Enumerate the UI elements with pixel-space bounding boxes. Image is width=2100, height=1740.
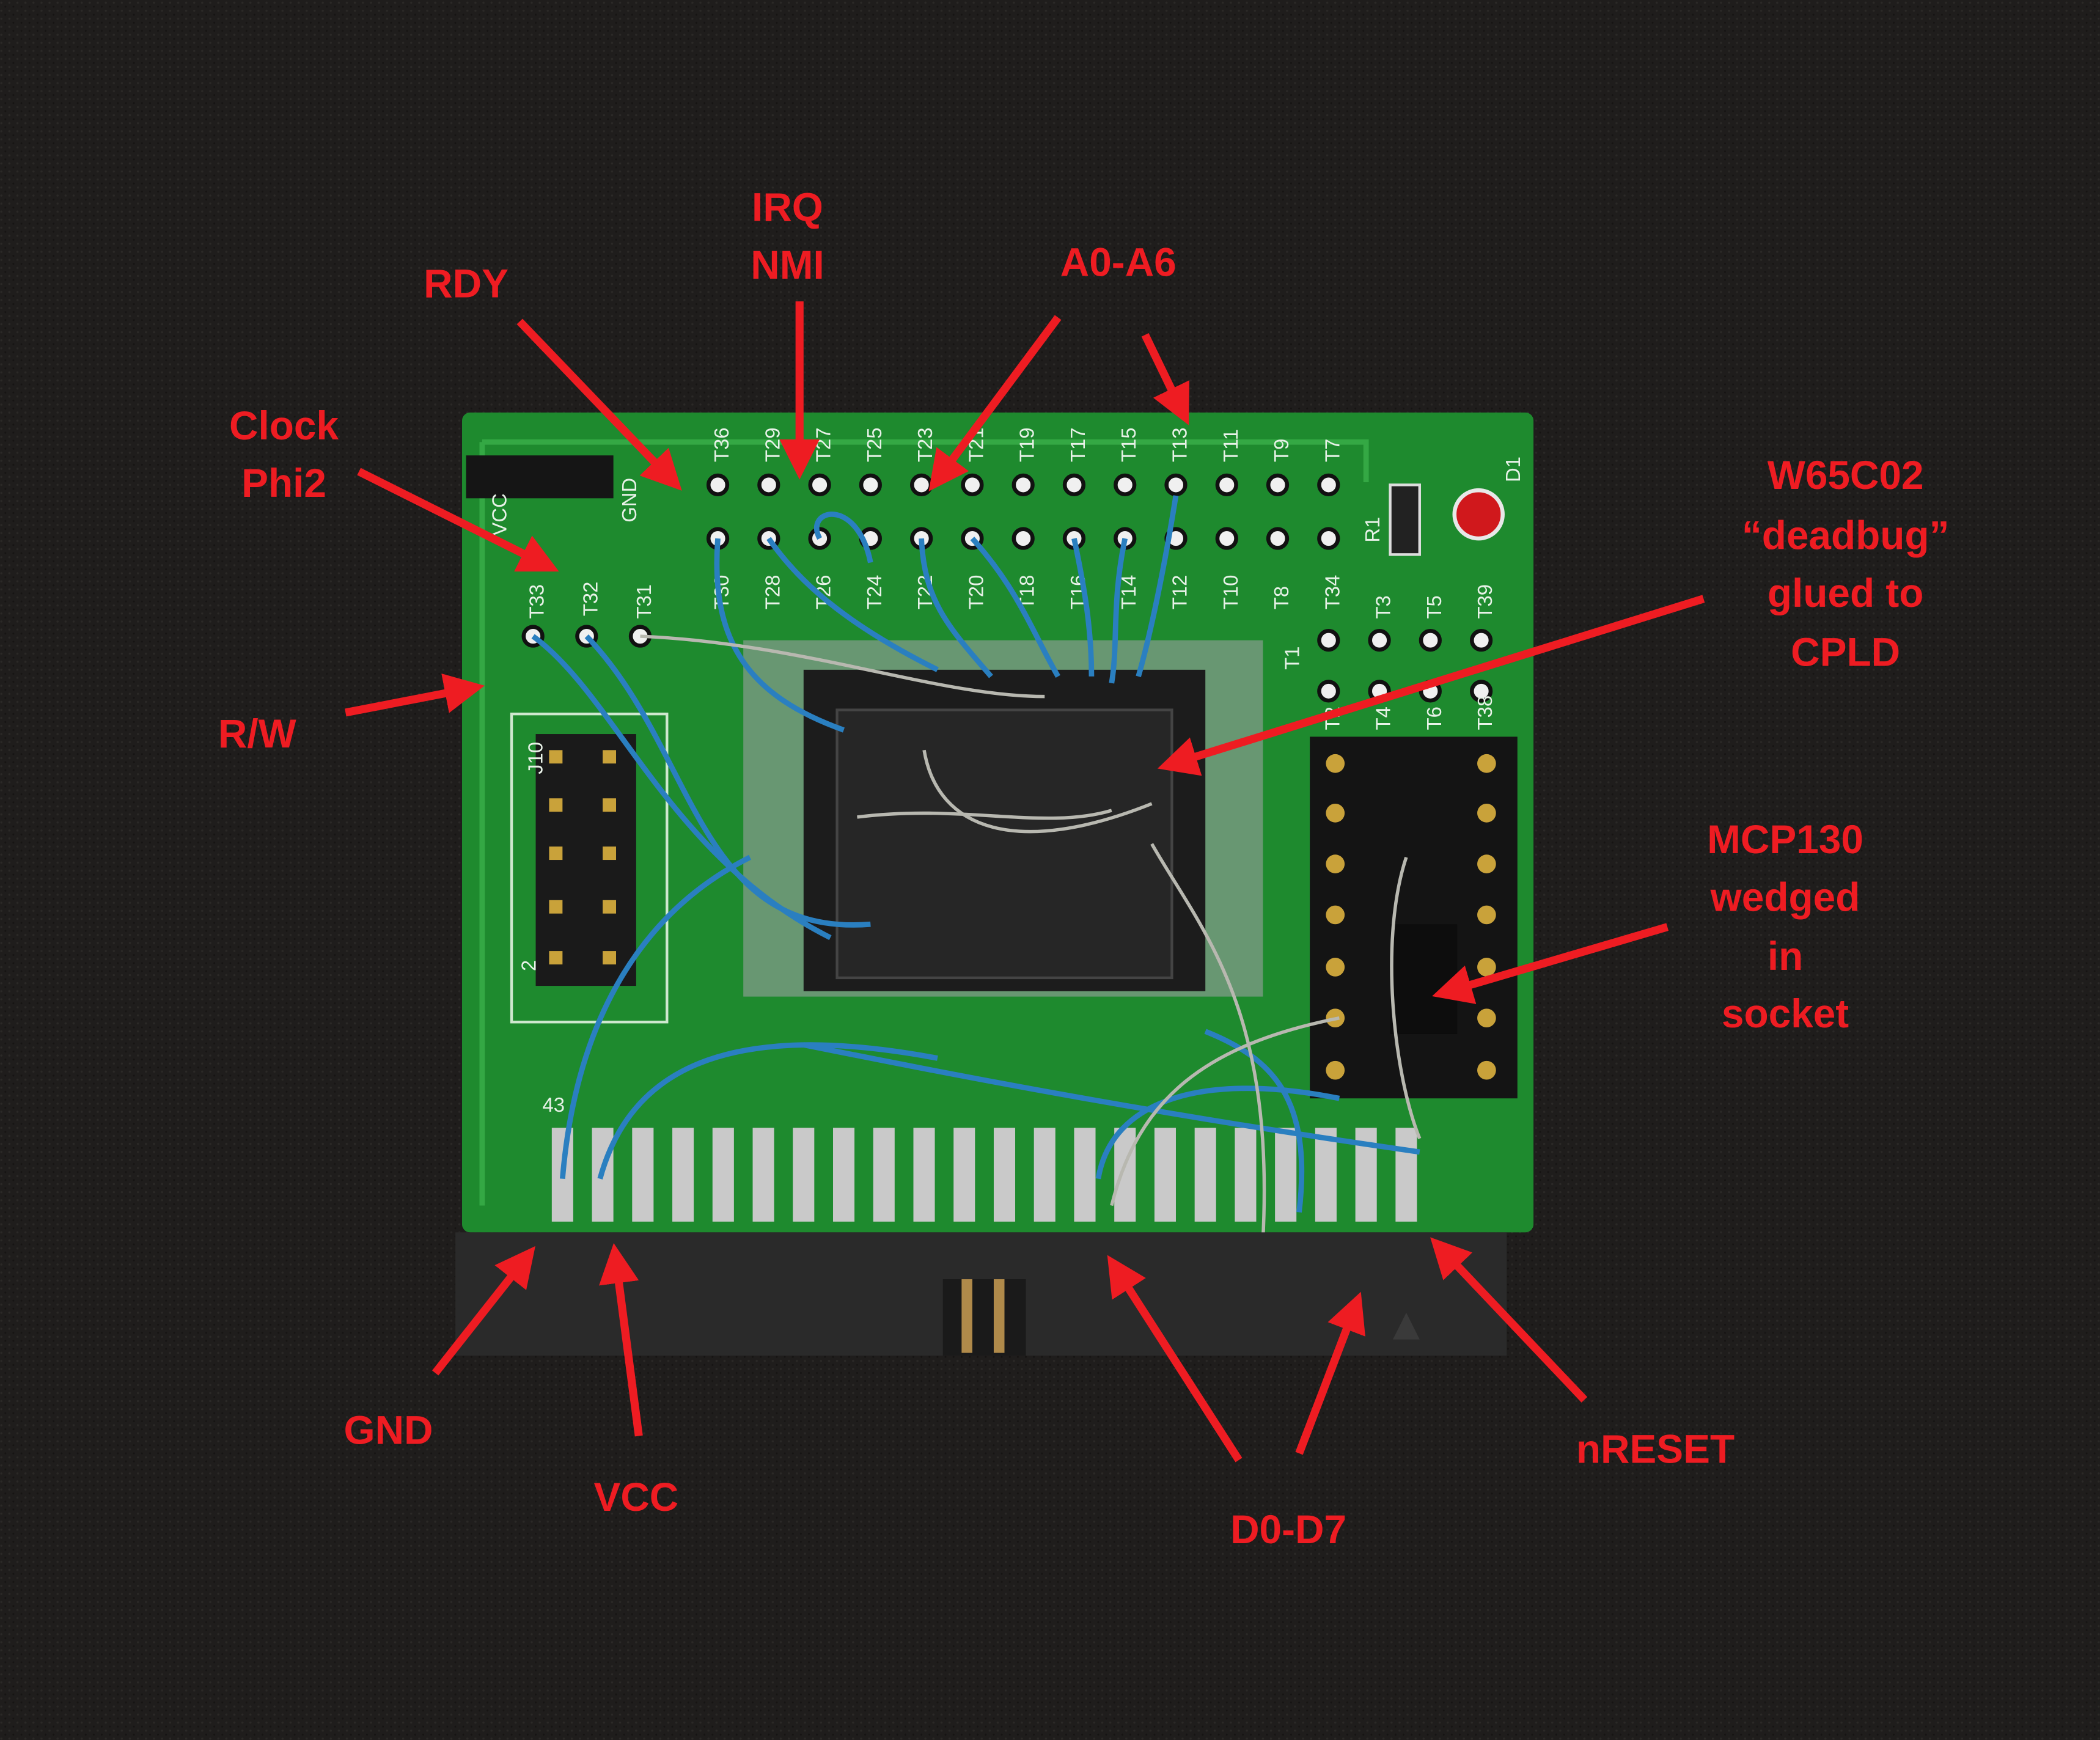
label-w65c02-line1: W65C02 [1768, 452, 1924, 497]
test-points [521, 473, 1493, 703]
header-gold-pins [549, 750, 617, 965]
bare-wires [640, 634, 1422, 1293]
silk-label: T13 [1169, 428, 1191, 463]
label-d0-d7: D0-D7 [1230, 1507, 1346, 1552]
silk-label: T23 [914, 428, 936, 463]
silk-label: T39 [1474, 584, 1496, 619]
arrow-rw [345, 674, 485, 717]
silk-label: T33 [526, 584, 548, 619]
label-rw: R/W [218, 711, 296, 756]
silk-label: T38 [1474, 696, 1496, 730]
silk-label: GND [618, 478, 641, 523]
ic-socket-14pin [1310, 736, 1518, 1099]
silk-label: D1 [1502, 457, 1524, 482]
silk-label: T24 [863, 575, 886, 610]
label-w65c02-line3: glued to [1768, 570, 1924, 615]
label-gnd: GND [343, 1408, 433, 1453]
label-nreset: nRESET [1576, 1426, 1735, 1471]
silk-label: T7 [1321, 439, 1343, 462]
silkscreen-left: VCC GND T33 T32 T31 J10 2 D1 R1 43 14 [488, 457, 1524, 1116]
silkscreen-right-block: T3 T5 T39 T1 T2 T4 T6 T38 [1281, 584, 1497, 730]
label-mcp130-line1: MCP130 [1707, 817, 1863, 862]
silk-label: VCC [488, 493, 510, 535]
silk-label: T25 [863, 428, 886, 463]
silk-label: T34 [1321, 575, 1343, 610]
arrow-a0-a6-right [1141, 333, 1190, 425]
arrow-d0-d7-left [1107, 1255, 1243, 1463]
edge-pads [551, 1128, 1417, 1222]
w65c02-deadbug-chip [835, 708, 1173, 980]
silk-label: R1 [1361, 517, 1384, 543]
label-phi2: Phi2 [241, 460, 326, 505]
arrow-a0-a6 [928, 315, 1062, 491]
silk-label: T19 [1016, 428, 1038, 463]
arrow-mcp130 [1432, 923, 1669, 1004]
idc-connector [455, 1232, 1507, 1356]
led-d1 [1452, 488, 1505, 541]
arrow-d0-d7-right [1295, 1291, 1365, 1455]
silk-label: T10 [1219, 575, 1242, 610]
label-mcp130-line4: socket [1722, 991, 1849, 1036]
arrow-w65c02 [1157, 595, 1705, 776]
label-irq: IRQ [752, 185, 823, 230]
pcb-board: T36 T29 T27 T25 T23 T21 T19 T17 T15 T13 … [462, 413, 1534, 1293]
silk-label: T1 [1281, 646, 1304, 669]
silk-label: T11 [1219, 429, 1242, 462]
silk-label: T17 [1067, 428, 1089, 463]
silk-label: T8 [1270, 586, 1293, 609]
arrow-gnd [432, 1246, 535, 1376]
arrow-rdy [516, 318, 682, 491]
silk-label: T31 [633, 584, 655, 619]
silk-label: J10 [524, 742, 546, 774]
silk-label: T4 [1372, 707, 1395, 730]
silk-label: T6 [1423, 707, 1445, 730]
label-w65c02-line2: “deadbug” [1742, 513, 1950, 558]
label-mcp130-line2: wedged [1710, 874, 1860, 919]
silk-label: 43 [542, 1093, 565, 1116]
label-clock: Clock [229, 403, 339, 448]
label-vcc: VCC [593, 1474, 678, 1519]
cpld-chip [743, 640, 1263, 997]
silk-label: T9 [1270, 439, 1293, 462]
annotation-labels: RDY IRQ NMI A0-A6 Clock Phi2 R/W W65C02 … [218, 185, 1950, 1552]
resistor-r1 [1389, 483, 1421, 556]
blue-jumper-wires [531, 495, 1420, 1213]
annotation-arrows [345, 301, 1705, 1463]
label-mcp130-line3: in [1768, 933, 1803, 978]
silk-label: T28 [761, 575, 784, 610]
mcp130-chip [1390, 924, 1458, 1034]
silk-label: T15 [1117, 428, 1140, 463]
silk-label: T12 [1169, 575, 1191, 610]
arrow-vcc [599, 1243, 643, 1437]
arrow-clock [357, 468, 559, 572]
label-w65c02-line4: CPLD [1791, 629, 1900, 674]
arrow-nreset [1430, 1237, 1588, 1403]
silk-label: T29 [761, 428, 784, 463]
silk-label: T3 [1372, 595, 1395, 619]
silk-label: T27 [812, 428, 835, 463]
silk-label: T36 [710, 428, 733, 463]
silk-label: T5 [1423, 595, 1445, 619]
pin-header-3pin [466, 455, 614, 499]
label-a0-a6: A0-A6 [1060, 239, 1177, 284]
silk-label: 2 [518, 960, 540, 971]
silk-label: T32 [579, 582, 601, 617]
label-nmi: NMI [751, 242, 824, 287]
silk-label: T14 [1117, 575, 1140, 610]
silk-label: T20 [964, 575, 987, 610]
label-rdy: RDY [424, 261, 508, 306]
